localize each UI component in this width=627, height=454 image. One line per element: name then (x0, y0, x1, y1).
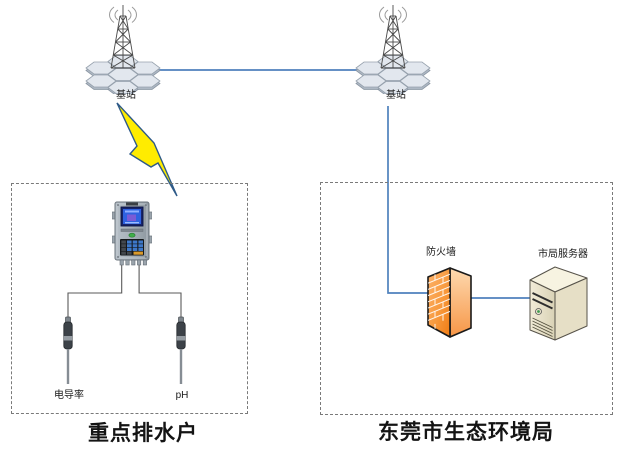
sensor-wire-right (138, 264, 182, 320)
device-keypad (120, 239, 144, 256)
drainage-site-title: 重点排水户 (88, 422, 198, 445)
server-label: 市局服务器 (538, 249, 588, 260)
bureau-title: 东莞市生态环境局 (378, 421, 554, 444)
bureau-box (320, 182, 613, 415)
cell-tower-left-icon (85, 5, 161, 94)
tower-mast (110, 5, 136, 69)
device-screen (120, 206, 144, 227)
signal-waves-icon (109, 6, 137, 23)
device-cable-glands (119, 259, 147, 266)
ph-probe-icon (176, 316, 186, 384)
cell-tower-right-icon (355, 5, 431, 94)
monitor-device-icon (112, 201, 152, 266)
drainage-site-box (11, 183, 248, 414)
sensor-wire-left (67, 264, 123, 320)
ph-sensor-label: pH (175, 390, 189, 401)
conductivity-sensor-label: 电导率 (54, 390, 84, 401)
conductivity-probe-icon (63, 316, 73, 384)
hexagon-cells (85, 55, 161, 94)
server-icon (529, 266, 588, 341)
device-power-button (128, 232, 136, 238)
hexagon-cells (355, 55, 431, 94)
firewall-icon (427, 267, 472, 338)
tower-to-firewall-line (387, 106, 429, 294)
base-station-right-label: 基站 (386, 90, 406, 101)
signal-waves-icon (379, 6, 407, 23)
tower-mast (380, 5, 406, 69)
wireless-link-bolt-icon (116, 102, 178, 197)
firewall-label: 防火墙 (426, 247, 456, 258)
base-station-left-label: 基站 (116, 90, 136, 101)
